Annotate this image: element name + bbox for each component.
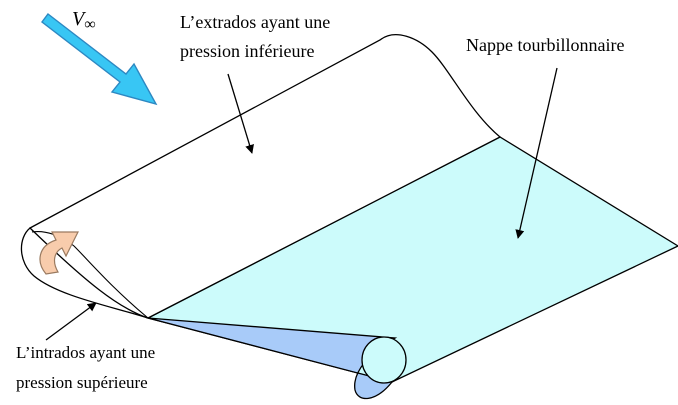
velocity-symbol: V	[72, 8, 87, 30]
nappe-label: Nappe tourbillonnaire	[466, 35, 624, 55]
intrados-label-line2: pression supérieure	[16, 373, 148, 392]
wing-tip-profile	[20, 227, 149, 319]
freestream-velocity-arrow	[41, 13, 158, 106]
extrados-label-line1: L’extrados ayant une	[180, 12, 330, 32]
velocity-subscript: ∞	[84, 16, 95, 33]
nappe-pointer	[515, 67, 558, 239]
wing-upper-surface	[28, 34, 502, 319]
intrados-label-line1: L’intrados ayant une	[16, 343, 155, 362]
freestream-velocity-label: V∞	[72, 8, 96, 33]
extrados-pointer	[227, 73, 254, 154]
intrados-pointer	[45, 302, 97, 341]
tip-vortex-rotation-arrow	[39, 231, 79, 275]
wing-tip-inner-profile	[31, 231, 149, 319]
sheet-curl-lip	[361, 336, 407, 384]
extrados-label-line2: pression inférieure	[180, 41, 314, 61]
